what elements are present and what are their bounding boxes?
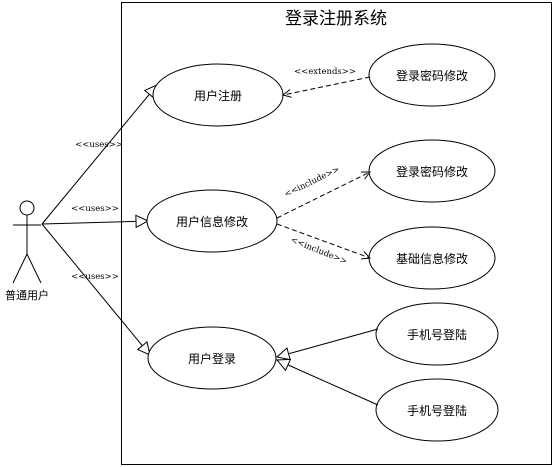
use-case-phone-login-1-label: 手机号登陆 — [407, 327, 467, 342]
include-line-2 — [276, 223, 370, 258]
uses-line-register — [41, 85, 157, 225]
use-case-basic-info: 基础信息修改 — [368, 226, 496, 290]
use-case-phone-login-2: 手机号登陆 — [375, 378, 499, 442]
uses-label-2: <<uses>> — [71, 204, 119, 214]
extends-line — [283, 76, 371, 95]
use-case-modify-info-label: 用户信息修改 — [176, 214, 248, 229]
use-case-change-pwd-include-label: 登录密码修改 — [396, 164, 468, 179]
include-label-2: <<include>> — [289, 235, 348, 267]
use-case-change-pwd-include: 登录密码修改 — [368, 139, 496, 203]
system-boundary — [121, 2, 552, 465]
extends-label: <<extends>> — [294, 67, 356, 77]
uses-label-1: <<uses>> — [75, 140, 123, 150]
use-case-basic-info-label: 基础信息修改 — [396, 251, 468, 266]
include-line-1 — [276, 172, 370, 219]
use-case-phone-login-1: 手机号登陆 — [375, 302, 499, 366]
include-label-1: <<include>> — [283, 165, 341, 200]
use-case-phone-login-2-label: 手机号登陆 — [407, 403, 467, 418]
system-title: 登录注册系统 — [285, 9, 387, 29]
use-case-login-label: 用户登录 — [188, 351, 236, 366]
use-case-change-pwd-extend-label: 登录密码修改 — [396, 68, 468, 83]
use-case-change-pwd-extend: 登录密码修改 — [368, 43, 496, 107]
generalization-line-1 — [277, 328, 379, 357]
use-case-register: 用户注册 — [152, 63, 284, 127]
use-case-login: 用户登录 — [147, 326, 277, 390]
use-case-register-label: 用户注册 — [194, 88, 242, 103]
uses-line-login — [41, 223, 150, 355]
generalization-line-2 — [277, 360, 379, 406]
actor-icon — [12, 200, 42, 284]
use-case-modify-info: 用户信息修改 — [146, 189, 278, 253]
actor-name: 普通用户 — [5, 288, 49, 302]
uses-line-modify — [41, 221, 148, 224]
uses-label-3: <<uses>> — [71, 272, 119, 282]
